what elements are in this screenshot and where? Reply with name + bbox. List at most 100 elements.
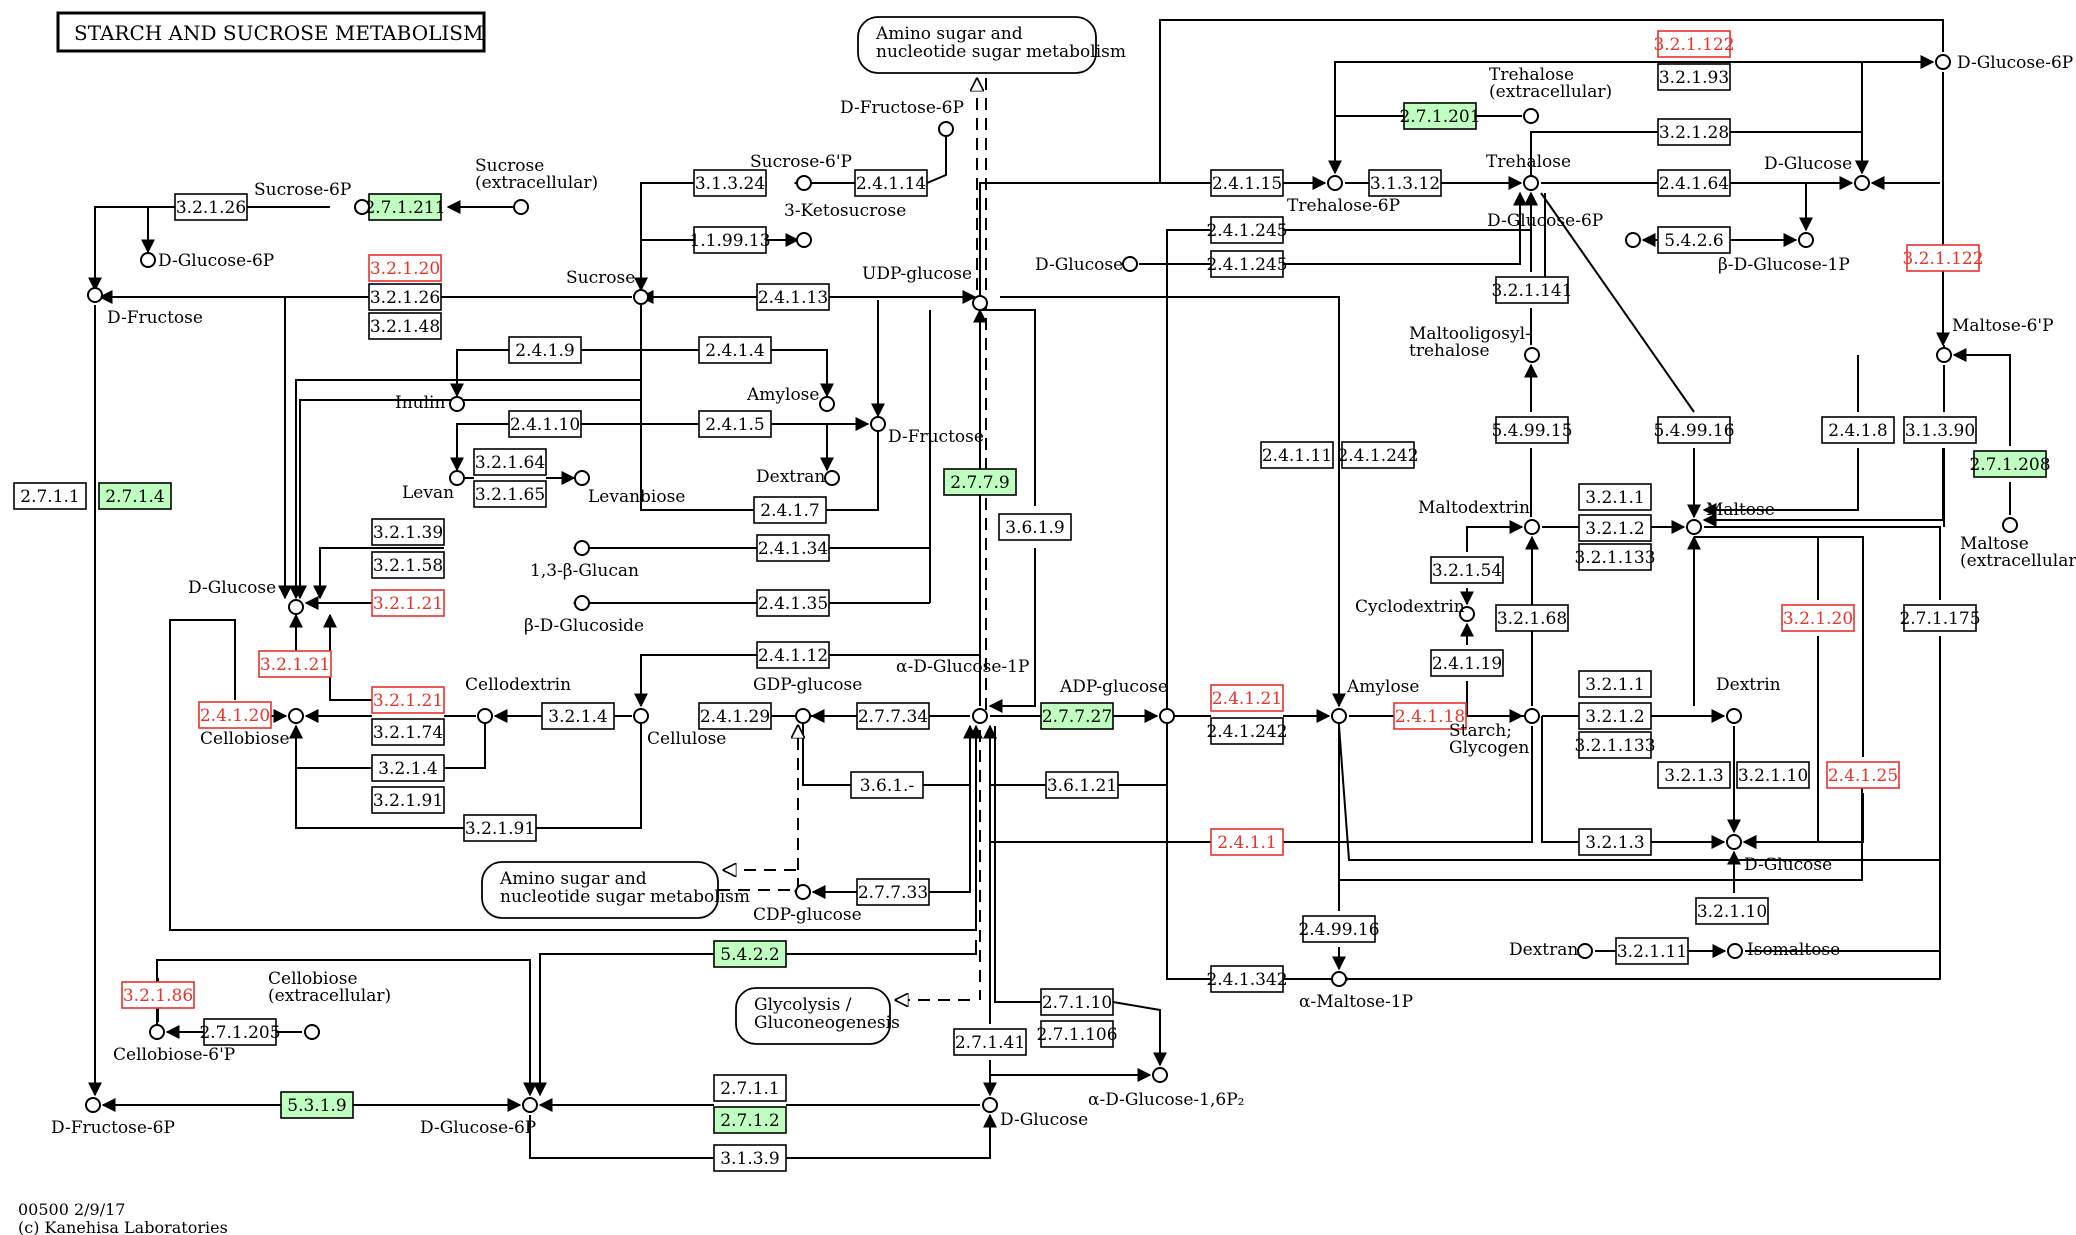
compound-node-icon[interactable]	[1524, 519, 1540, 535]
compound-node-icon[interactable]	[1798, 232, 1814, 248]
compound-node-icon[interactable]	[1122, 256, 1138, 272]
compound-bdglc1p[interactable]: β-D-Glucose-1P	[1718, 232, 1850, 275]
compound-dextrin[interactable]: Dextrin	[1716, 675, 1781, 724]
enzyme-e2-4-1-19[interactable]: 2.4.1.19	[1430, 649, 1504, 677]
compound-trehalose6p[interactable]: Trehalose-6P	[1287, 175, 1400, 216]
enzyme-e3-2-1-10-b[interactable]: 3.2.1.10	[1695, 897, 1769, 925]
compound-node-icon[interactable]	[1577, 943, 1593, 959]
compound-node-icon[interactable]	[574, 540, 590, 556]
enzyme-e2-4-1-12[interactable]: 2.4.1.12	[756, 641, 830, 669]
enzyme-e2-4-1-245-a[interactable]: 2.4.1.245	[1206, 216, 1288, 244]
enzyme-e3-2-1-74[interactable]: 3.2.1.74	[371, 718, 445, 746]
enzyme-e3-1-3-90[interactable]: 3.1.3.90	[1903, 416, 1977, 444]
enzyme-e3-2-1-93[interactable]: 3.2.1.93	[1657, 63, 1731, 91]
enzyme-e2-7-1-1-b[interactable]: 2.7.1.1	[713, 1074, 787, 1102]
enzyme-e3-2-1-64[interactable]: 3.2.1.64	[473, 448, 547, 476]
enzyme-e2-7-1-41[interactable]: 2.7.1.41	[953, 1028, 1027, 1056]
compound-node-icon[interactable]	[85, 1097, 101, 1113]
compound-dfructose-l[interactable]: D-Fructose	[87, 287, 203, 328]
compound-node-icon[interactable]	[1159, 708, 1175, 724]
compound-node-icon[interactable]	[870, 416, 886, 432]
enzyme-e2-7-1-10[interactable]: 2.7.1.10	[1040, 988, 1114, 1016]
enzyme-e3-2-1-133-a[interactable]: 3.2.1.133	[1574, 543, 1656, 571]
compound-sucrose-ext[interactable]: Sucrose(extracellular)	[475, 156, 598, 215]
enzyme-e3-2-1-20-a[interactable]: 3.2.1.20	[368, 254, 442, 282]
enzyme-e2-4-1-25[interactable]: 2.4.1.25	[1826, 761, 1900, 789]
compound-node-icon[interactable]	[1152, 1067, 1168, 1083]
enzyme-e3-2-1-4-a[interactable]: 3.2.1.4	[541, 702, 615, 730]
compound-adpglc[interactable]: ADP-glucose	[1059, 677, 1175, 724]
enzyme-e2-7-1-1[interactable]: 2.7.1.1	[13, 482, 87, 510]
compound-node-icon[interactable]	[574, 595, 590, 611]
compound-node-icon[interactable]	[1331, 708, 1347, 724]
enzyme-e2-4-1-5[interactable]: 2.4.1.5	[698, 410, 772, 438]
enzyme-e2-4-1-13[interactable]: 2.4.1.13	[756, 283, 830, 311]
compound-node-icon[interactable]	[354, 199, 370, 215]
enzyme-e5-4-99-15[interactable]: 5.4.99.15	[1491, 416, 1573, 444]
enzyme-e5-4-2-6[interactable]: 5.4.2.6	[1657, 226, 1731, 254]
compound-dglucose-mid[interactable]: D-Glucose	[1035, 255, 1138, 275]
enzyme-e3-2-1-141[interactable]: 3.2.1.141	[1491, 276, 1573, 304]
enzyme-e2-7-1-211[interactable]: 2.7.1.211	[364, 193, 446, 221]
enzyme-e3-6-1-9[interactable]: 3.6.1.9	[998, 513, 1072, 541]
enzyme-e2-4-1-8[interactable]: 2.4.1.8	[1821, 416, 1895, 444]
compound-levan[interactable]: Levan	[402, 470, 465, 503]
compound-node-icon[interactable]	[1726, 708, 1742, 724]
enzyme-e2-4-1-242-b[interactable]: 2.4.1.242	[1206, 717, 1288, 745]
map-link-glyco[interactable]: Glycolysis /Gluconeogenesis	[735, 987, 900, 1045]
compound-node-icon[interactable]	[574, 470, 590, 486]
compound-node-icon[interactable]	[522, 1097, 538, 1113]
compound-node-icon[interactable]	[982, 1097, 998, 1113]
enzyme-e3-2-1-3-a[interactable]: 3.2.1.3	[1657, 761, 1731, 789]
enzyme-e2-4-1-35[interactable]: 2.4.1.35	[756, 589, 830, 617]
compound-cdpglc[interactable]: CDP-glucose	[753, 884, 862, 925]
compound-dglucose-l[interactable]: D-Glucose	[188, 578, 304, 615]
enzyme-e2-4-1-10[interactable]: 2.4.1.10	[508, 410, 582, 438]
enzyme-e2-4-1-1[interactable]: 2.4.1.1	[1210, 828, 1284, 856]
enzyme-e2-4-1-342[interactable]: 2.4.1.342	[1206, 965, 1288, 993]
compound-node-icon[interactable]	[795, 884, 811, 900]
compound-amaltose1p[interactable]: α-Maltose-1P	[1299, 971, 1413, 1012]
enzyme-e2-7-1-205[interactable]: 2.7.1.205	[199, 1018, 281, 1046]
compound-node-icon[interactable]	[449, 470, 465, 486]
enzyme-e2-4-1-18[interactable]: 2.4.1.18	[1393, 702, 1467, 730]
compound-node-icon[interactable]	[972, 295, 988, 311]
compound-node-icon[interactable]	[288, 708, 304, 724]
compound-dextran-s[interactable]: Dextran	[756, 467, 840, 487]
compound-node-icon[interactable]	[1625, 232, 1641, 248]
compound-maltose6p[interactable]: Maltose-6'P	[1936, 316, 2054, 363]
enzyme-e3-2-1-133-b[interactable]: 3.2.1.133	[1574, 731, 1656, 759]
compound-node-icon[interactable]	[2002, 517, 2018, 533]
enzyme-e3-2-1-91-b[interactable]: 3.2.1.91	[463, 814, 537, 842]
compound-node-icon[interactable]	[1523, 108, 1539, 124]
compound-node-icon[interactable]	[477, 708, 493, 724]
enzyme-e3-2-1-68[interactable]: 3.2.1.68	[1495, 604, 1569, 632]
compound-udpglc[interactable]: UDP-glucose	[862, 264, 988, 311]
enzyme-e2-7-1-175[interactable]: 2.7.1.175	[1899, 604, 1981, 632]
compound-amylose-s[interactable]: Amylose	[746, 385, 835, 412]
compound-node-icon[interactable]	[1524, 347, 1540, 363]
enzyme-e5-4-99-16[interactable]: 5.4.99.16	[1653, 416, 1735, 444]
compound-node-icon[interactable]	[1331, 971, 1347, 987]
enzyme-e3-2-1-21-b[interactable]: 3.2.1.21	[258, 650, 332, 678]
compound-adglc16p2[interactable]: α-D-Glucose-1,6P₂	[1088, 1067, 1244, 1110]
compound-node-icon[interactable]	[1727, 943, 1743, 959]
enzyme-e3-2-1-20-b[interactable]: 3.2.1.20	[1781, 604, 1855, 632]
compound-sucrose[interactable]: Sucrose	[566, 268, 649, 305]
compound-ketosucrose[interactable]: 3-Ketosucrose	[784, 201, 906, 248]
enzyme-e2-7-7-9[interactable]: 2.7.7.9	[943, 468, 1017, 496]
compound-node-icon[interactable]	[633, 708, 649, 724]
compound-node-icon[interactable]	[1935, 54, 1951, 70]
compound-starch[interactable]: Starch;Glycogen	[1449, 708, 1540, 758]
enzyme-e3-2-1-26-b[interactable]: 3.2.1.26	[368, 283, 442, 311]
compound-cellodextrin[interactable]: Cellodextrin	[465, 675, 571, 724]
compound-node-icon[interactable]	[1524, 708, 1540, 724]
compound-node-icon[interactable]	[1854, 175, 1870, 191]
enzyme-e3-2-1-1-a[interactable]: 3.2.1.1	[1578, 483, 1652, 511]
compound-isomaltose[interactable]: Isomaltose	[1727, 940, 1840, 960]
enzyme-e2-4-1-21[interactable]: 2.4.1.21	[1210, 684, 1284, 712]
compound-dfructose-m[interactable]: D-Fructose	[870, 416, 984, 447]
enzyme-e2-4-1-7[interactable]: 2.4.1.7	[753, 496, 827, 524]
enzyme-e2-7-1-106[interactable]: 2.7.1.106	[1036, 1020, 1118, 1048]
